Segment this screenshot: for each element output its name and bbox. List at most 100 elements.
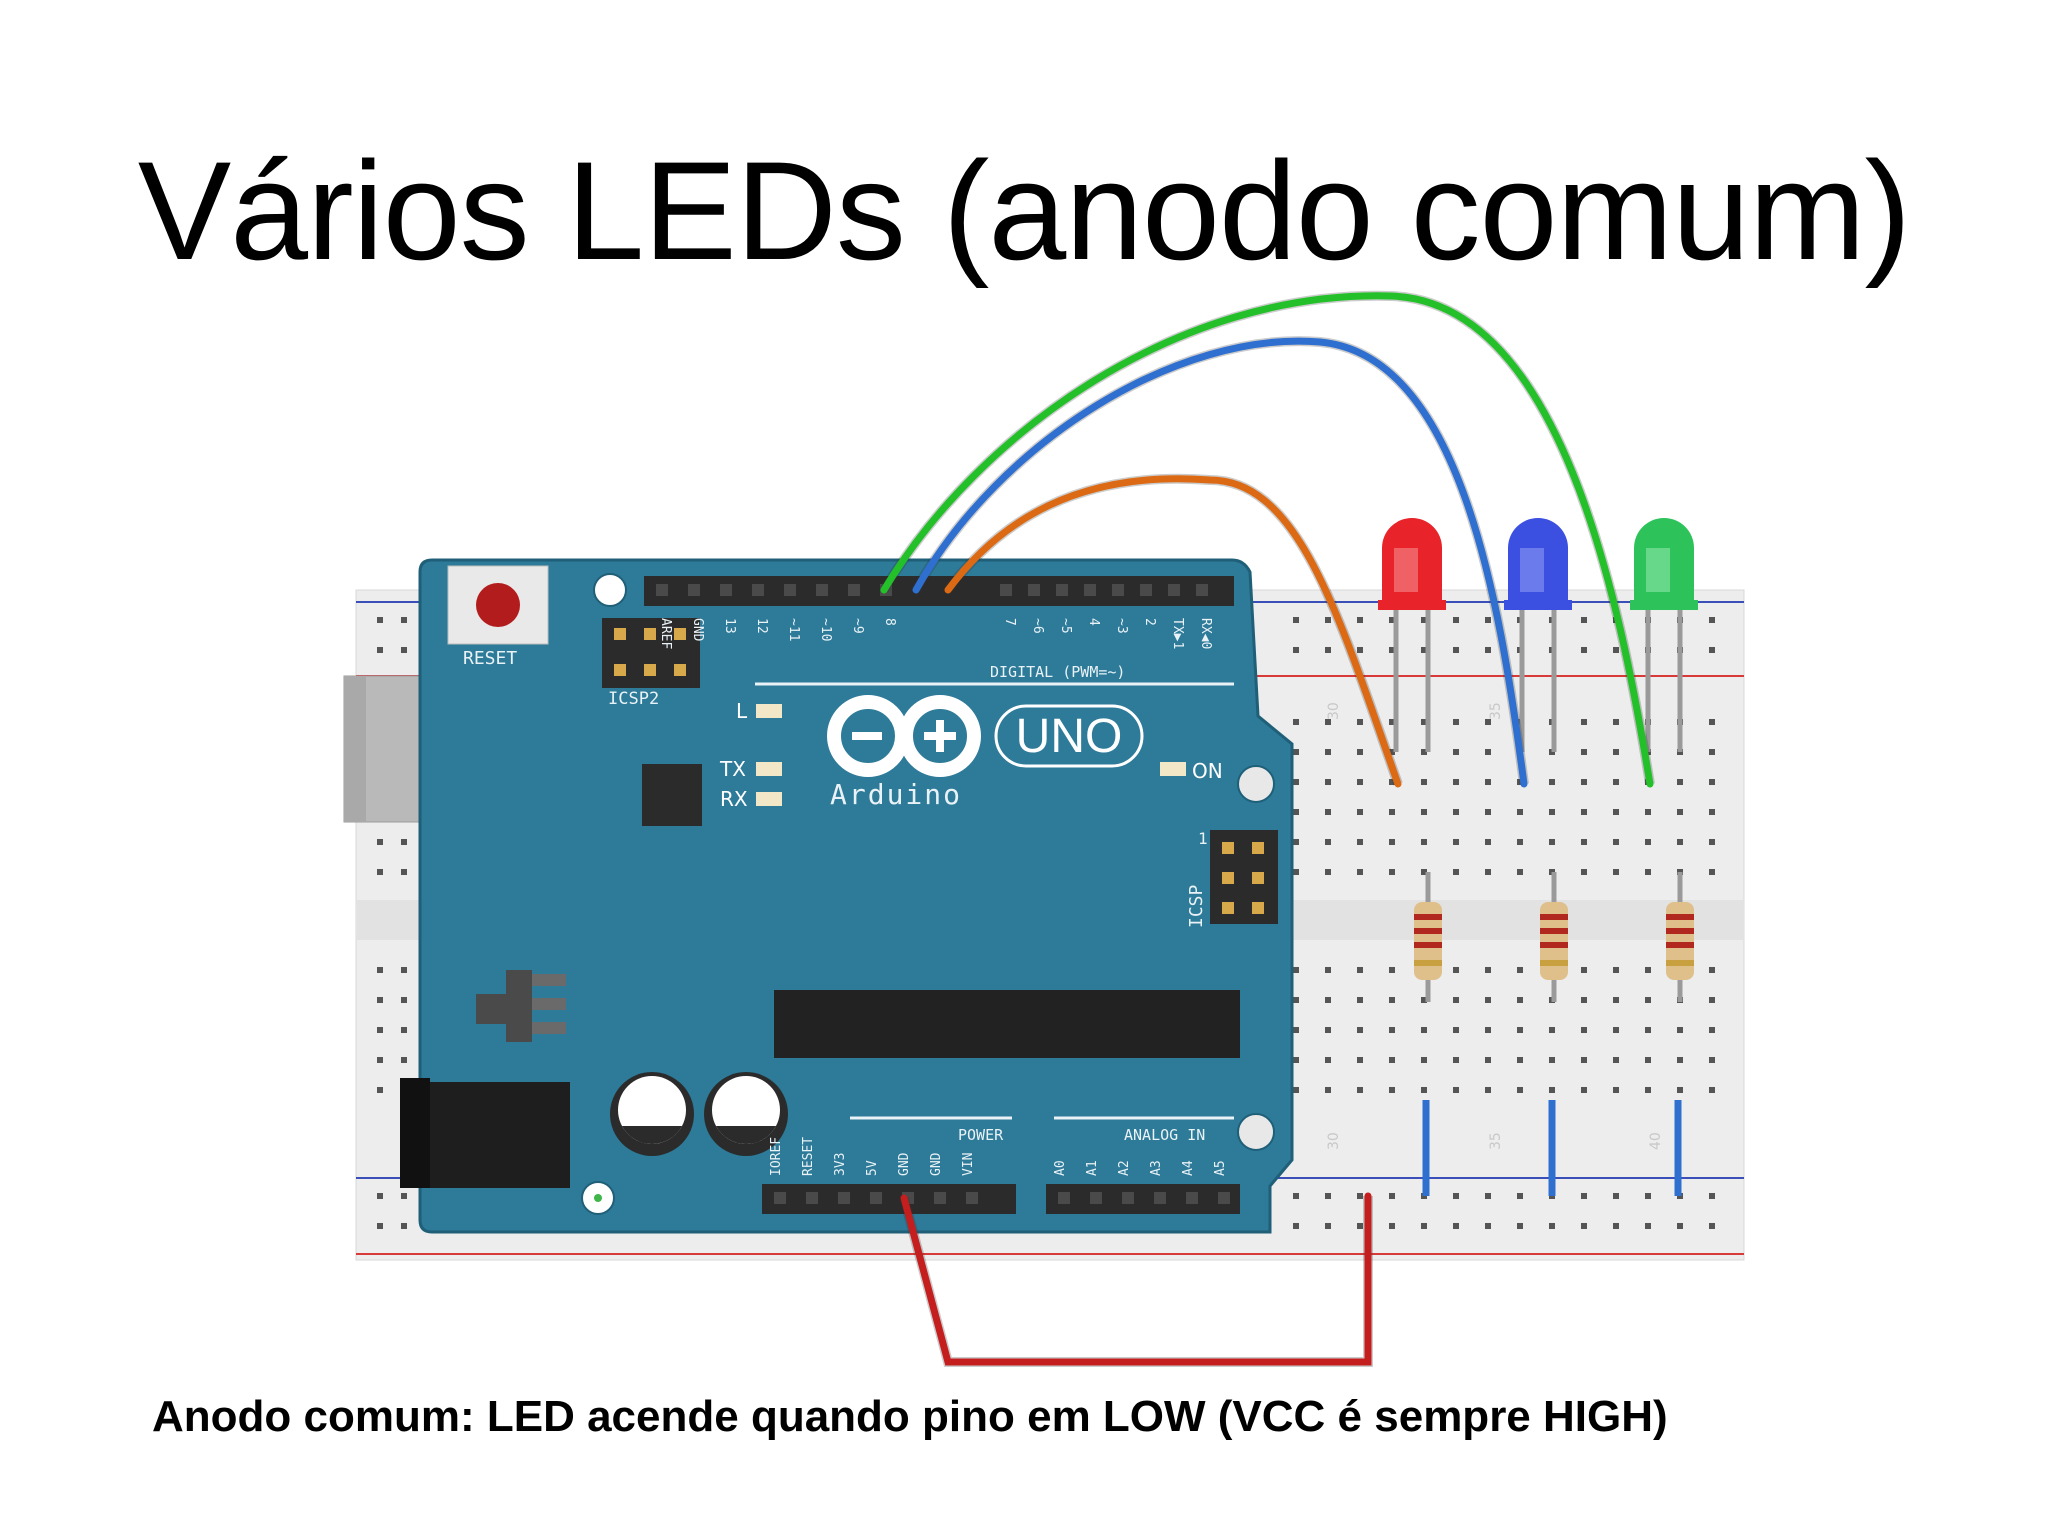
breadboard-hole: [1293, 1057, 1299, 1063]
board-model: UNO: [1016, 710, 1123, 763]
breadboard-hole: [1293, 839, 1299, 845]
capacitors: [610, 1072, 788, 1156]
breadboard-hole: [1549, 809, 1555, 815]
breadboard-hole: [1581, 617, 1587, 623]
digital-pin-label: ~9: [850, 618, 865, 634]
analog-header-pin[interactable]: [1218, 1192, 1230, 1204]
green-wire-pin10[interactable]: [880, 292, 1654, 788]
power-header-pin[interactable]: [966, 1192, 978, 1204]
power-pin-label: VIN: [961, 1153, 976, 1176]
breadboard-hole: [1549, 1087, 1555, 1093]
header-pin[interactable]: [688, 584, 700, 596]
header-pin[interactable]: [1140, 584, 1152, 596]
header-pin[interactable]: [752, 584, 764, 596]
breadboard-hole: [1517, 967, 1523, 973]
breadboard-hole: [1485, 1193, 1491, 1199]
breadboard-hole: [377, 647, 383, 653]
analog-header-pin[interactable]: [1058, 1192, 1070, 1204]
breadboard-hole: [1453, 869, 1459, 875]
header-pin[interactable]: [816, 584, 828, 596]
icsp2-label: ICSP2: [608, 689, 659, 709]
header-pin[interactable]: [848, 584, 860, 596]
breadboard-hole: [1517, 1193, 1523, 1199]
breadboard-hole: [1613, 809, 1619, 815]
breadboard-hole: [377, 1193, 383, 1199]
power-header-pin[interactable]: [838, 1192, 850, 1204]
header-pin[interactable]: [1028, 584, 1040, 596]
breadboard-hole: [401, 869, 407, 875]
breadboard-hole: [1517, 809, 1523, 815]
breadboard-hole: [377, 1223, 383, 1229]
breadboard-hole: [1357, 719, 1363, 725]
power-header-pin[interactable]: [934, 1192, 946, 1204]
breadboard-hole: [1549, 1057, 1555, 1063]
digital-pin-label: ~5: [1058, 618, 1073, 634]
breadboard-hole: [1677, 1027, 1683, 1033]
power-header-pin[interactable]: [774, 1192, 786, 1204]
slide-title: Vários LEDs (anodo comum): [137, 132, 1911, 289]
breadboard-hole: [1613, 719, 1619, 725]
led-highlight: [1646, 548, 1670, 592]
breadboard-hole: [1645, 1087, 1651, 1093]
led-rim: [1630, 600, 1698, 610]
breadboard-hole: [1357, 1223, 1363, 1229]
breadboard-hole: [377, 1027, 383, 1033]
breadboard-hole: [1293, 1193, 1299, 1199]
analog-header-pin[interactable]: [1090, 1192, 1102, 1204]
header-pin[interactable]: [656, 584, 668, 596]
power-header-pin[interactable]: [806, 1192, 818, 1204]
digital-pin-label: TX▶1: [1170, 618, 1185, 649]
breadboard-hole: [1581, 967, 1587, 973]
header-pin[interactable]: [1000, 584, 1012, 596]
breadboard-hole: [1485, 839, 1491, 845]
breadboard-hole: [1645, 869, 1651, 875]
analog-header-pin[interactable]: [1154, 1192, 1166, 1204]
breadboard-hole: [1389, 1193, 1395, 1199]
analog-header-pin[interactable]: [1186, 1192, 1198, 1204]
power-header-pin[interactable]: [870, 1192, 882, 1204]
breadboard-hole: [1581, 1057, 1587, 1063]
breadboard-hole: [1485, 647, 1491, 653]
breadboard-hole: [1293, 647, 1299, 653]
breadboard-hole: [1325, 1193, 1331, 1199]
red-wire-5v[interactable]: [900, 1192, 1372, 1366]
breadboard-hole: [1421, 719, 1427, 725]
resistor-band: [1666, 942, 1694, 948]
breadboard-hole: [1389, 997, 1395, 1003]
header-pin[interactable]: [784, 584, 796, 596]
analog-header-pin[interactable]: [1122, 1192, 1134, 1204]
breadboard-hole: [1485, 749, 1491, 755]
breadboard-hole: [1581, 647, 1587, 653]
resistor-band: [1540, 928, 1568, 934]
breadboard-hole: [1421, 779, 1427, 785]
header-pin[interactable]: [1196, 584, 1208, 596]
breadboard-hole: [1421, 647, 1427, 653]
digital-label: DIGITAL (PWM=~): [990, 663, 1125, 681]
breadboard-hole: [1581, 779, 1587, 785]
breadboard-hole: [401, 617, 407, 623]
breadboard-hole: [1357, 749, 1363, 755]
resistor-band: [1666, 928, 1694, 934]
orange-wire-pin8[interactable]: [944, 475, 1402, 788]
header-pin[interactable]: [1084, 584, 1096, 596]
breadboard-hole: [1421, 869, 1427, 875]
header-pin[interactable]: [1168, 584, 1180, 596]
blue-wire-pin9[interactable]: [912, 337, 1528, 788]
breadboard-hole: [1325, 967, 1331, 973]
header-pin[interactable]: [1056, 584, 1068, 596]
header-pin[interactable]: [720, 584, 732, 596]
breadboard-hole: [1709, 967, 1715, 973]
breadboard-hole: [1325, 1223, 1331, 1229]
breadboard-hole: [1325, 809, 1331, 815]
power-pin-label: IOREF: [769, 1137, 784, 1176]
resistor: [1414, 902, 1442, 980]
breadboard-hole: [1389, 749, 1395, 755]
led-rim: [1378, 600, 1446, 610]
breadboard-hole: [1549, 1027, 1555, 1033]
header-pin[interactable]: [1112, 584, 1124, 596]
breadboard-hole: [377, 967, 383, 973]
breadboard-hole: [1325, 719, 1331, 725]
breadboard-hole: [1709, 719, 1715, 725]
breadboard-hole: [1645, 809, 1651, 815]
